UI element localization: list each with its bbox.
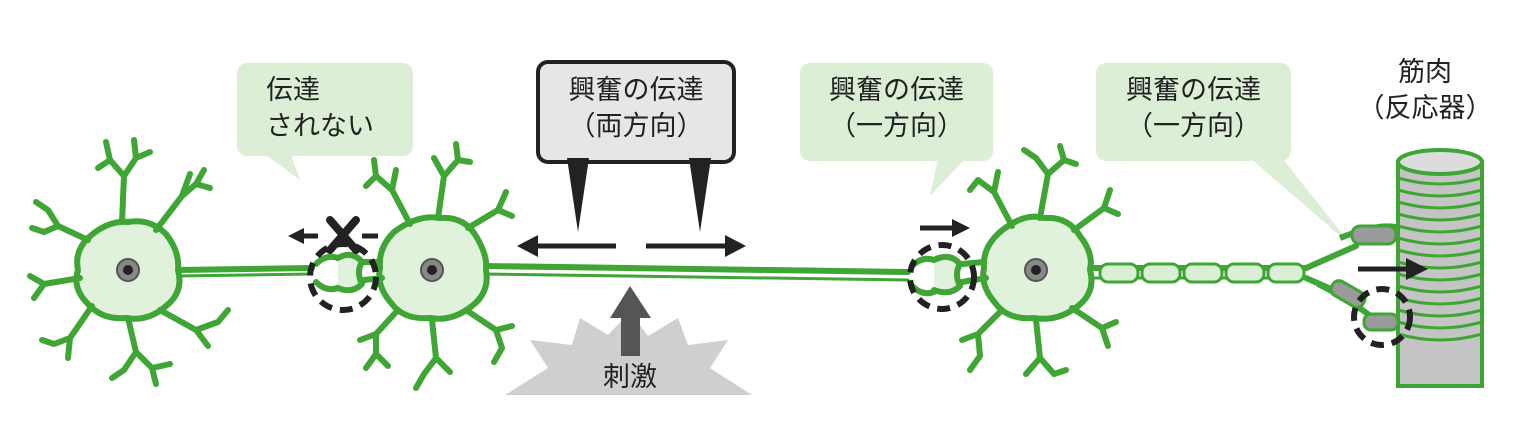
synapse-circle-2 xyxy=(907,242,977,312)
label-one-way-2-line2: （一方向） xyxy=(1126,111,1261,142)
neuron-3-nucleolus xyxy=(1031,265,1041,275)
label-one-way-1: 興奮の伝達 （一方向） xyxy=(800,73,993,145)
blocked-arrow xyxy=(288,216,378,254)
box-bidirectional xyxy=(536,60,736,232)
neuromuscular-junctions xyxy=(1316,223,1401,332)
neuron-1 xyxy=(27,137,365,387)
bubble-not-transmitted xyxy=(237,63,413,180)
bubble-one-way-2 xyxy=(1096,63,1352,246)
myelin-sheath xyxy=(1098,262,1306,284)
arrow-right-bidirectional xyxy=(646,235,746,257)
synapse-circle-1 xyxy=(307,241,379,313)
arrow-right-muscle xyxy=(1358,258,1428,280)
bubble-one-way-1 xyxy=(800,63,993,196)
label-muscle-line1: 筋肉 xyxy=(1398,57,1452,88)
neuron-2-nucleolus xyxy=(427,265,437,275)
label-bidirectional-line2: （両方向） xyxy=(568,111,704,142)
arrow-left-bidirectional xyxy=(517,235,616,257)
neuron-1-nucleolus xyxy=(123,265,133,275)
label-one-way-1-line2: （一方向） xyxy=(829,111,964,142)
stimulus-arrow xyxy=(610,286,651,356)
label-not-transmitted: 伝達 されない xyxy=(250,73,400,145)
synapse-circle-3 xyxy=(1351,286,1413,348)
label-one-way-1-line1: 興奮の伝達 xyxy=(829,75,964,106)
label-muscle: 筋肉 （反応器） xyxy=(1340,55,1510,127)
label-muscle-line2: （反応器） xyxy=(1357,93,1493,124)
label-one-way-2-line1: 興奮の伝達 xyxy=(1126,75,1261,106)
label-not-transmitted-line1: 伝達 xyxy=(266,75,320,106)
label-bidirectional-line1: 興奮の伝達 xyxy=(568,75,704,106)
label-bidirectional: 興奮の伝達 （両方向） xyxy=(538,73,734,145)
label-not-transmitted-line2: されない xyxy=(266,111,374,142)
label-one-way-2: 興奮の伝達 （一方向） xyxy=(1096,73,1291,145)
arrow-right-synapse xyxy=(920,219,970,237)
label-stimulus: 刺激 xyxy=(575,360,685,396)
label-stimulus-text: 刺激 xyxy=(603,362,657,393)
